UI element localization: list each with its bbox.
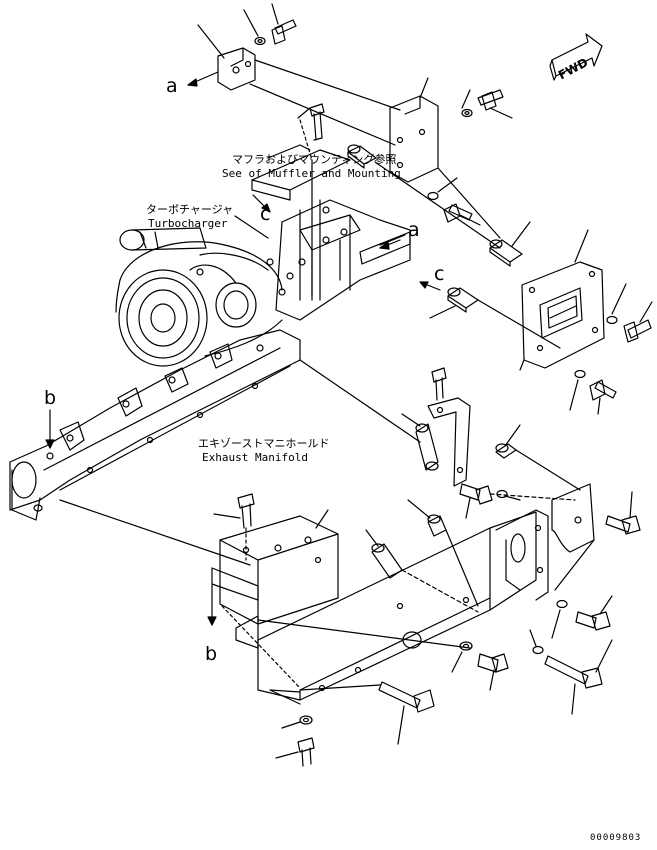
assembly-line — [254, 59, 401, 111]
document-number: 00009803 — [590, 833, 642, 843]
manifold-label-jp: エキゾーストマニホールド — [198, 437, 330, 450]
manifold-label-en: Exhaust Manifold — [202, 451, 308, 464]
turbo-label-en: Turbocharger — [148, 217, 228, 230]
lower-main-bracket — [207, 493, 339, 649]
assembly-line — [477, 299, 561, 349]
assembly-line — [299, 359, 421, 443]
reference-letter-b: b — [205, 643, 218, 665]
muffler-label-jp: マフラおよびマウンティング参照 — [232, 153, 397, 166]
assembly-line — [249, 83, 396, 146]
exhaust-manifold — [9, 329, 301, 521]
upper-right-bracket — [389, 77, 513, 226]
assembly-line — [374, 161, 501, 249]
bottom-support-plate — [221, 483, 595, 701]
right-mounting-plate — [519, 229, 653, 415]
reference-letter-a: a — [408, 219, 420, 241]
manifold-support-bracket — [401, 367, 581, 607]
top-bracket-assembly — [187, 3, 297, 91]
turbo-mounting-bracket — [251, 103, 441, 321]
reference-letter-c: c — [260, 203, 271, 225]
reference-letter-a: a — [166, 75, 178, 97]
reference-letter-b: b — [44, 387, 57, 409]
assembly-line — [437, 167, 501, 239]
spacer-collars — [347, 144, 531, 319]
turbocharger — [115, 215, 294, 367]
assembly-line — [59, 499, 251, 566]
forward-arrow — [549, 33, 603, 81]
reference-letter-c: c — [434, 263, 445, 285]
turbo-label-jp: ターボチャージャ — [146, 203, 234, 216]
lower-fasteners — [269, 491, 641, 767]
muffler-label-en: See of Muffler and Mounting — [222, 167, 401, 180]
